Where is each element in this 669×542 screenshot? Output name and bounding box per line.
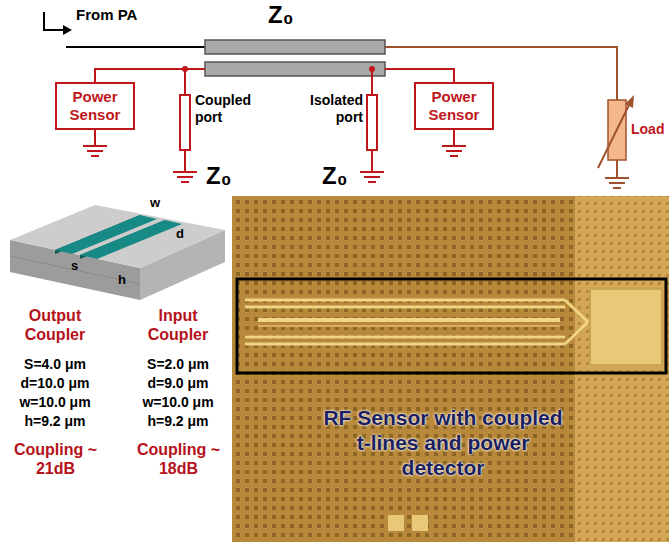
ground-symbol: [442, 145, 466, 147]
dimension-label: h: [118, 272, 126, 288]
small-pad: [388, 515, 404, 531]
trace-join: [565, 322, 588, 344]
tuning-arrow: [598, 103, 630, 168]
ground-symbol: [609, 182, 625, 184]
coupled-line: [205, 62, 385, 76]
resistor-symbol: [180, 95, 190, 150]
dimension-label: w: [150, 195, 160, 211]
ground-symbol: [450, 155, 458, 157]
port-label: Coupled port: [195, 92, 265, 126]
resistor-symbol: [367, 95, 377, 150]
power-sensor-box: Power Sensor: [55, 82, 135, 130]
ground-symbol: [83, 145, 107, 147]
pad-column: [575, 196, 669, 542]
power-sensor-box: Power Sensor: [414, 82, 494, 130]
arrow-head: [63, 25, 72, 35]
signal-label: From PA: [76, 6, 137, 24]
trace-join: [565, 300, 588, 322]
dimension-label: d: [176, 226, 184, 242]
metal-strip: [80, 220, 182, 259]
coupled-line-3d: [10, 205, 225, 300]
parameter-value: h=9.2 μm: [0, 413, 110, 430]
wire: [184, 69, 186, 95]
ground-symbol: [446, 150, 462, 152]
ground-symbol: [613, 187, 621, 189]
detector-trace: [258, 318, 560, 322]
box-label: Power Sensor: [60, 88, 130, 124]
wire: [371, 69, 373, 95]
through-line: [205, 40, 385, 54]
box-label: Power Sensor: [419, 88, 489, 124]
ground-wire: [453, 130, 455, 146]
coupling-value: Coupling ~ 18dB: [131, 440, 226, 478]
parameter-value: S=4.0 μm: [0, 356, 110, 373]
ground-symbol: [360, 171, 384, 173]
ground-symbol: [173, 171, 197, 173]
parameter-value: S=2.0 μm: [123, 356, 233, 373]
wire: [371, 150, 373, 172]
input-wire: [66, 46, 205, 48]
ground-symbol: [364, 176, 380, 178]
wire: [184, 150, 186, 172]
ground-symbol: [181, 181, 189, 183]
parameter-value: d=10.0 μm: [0, 375, 110, 392]
isolated-wire: [385, 69, 454, 82]
small-pad: [412, 515, 428, 531]
ground-symbol: [368, 181, 376, 183]
die-background: [232, 196, 669, 542]
port-label: Isolated port: [290, 92, 363, 126]
sensor-grounds: [83, 130, 466, 156]
die-photo: [232, 196, 669, 542]
ground-symbol: [177, 176, 193, 178]
arrow-shaft: [44, 12, 64, 30]
coupled-wire: [95, 69, 205, 82]
photo-caption: RF Sensor with coupled t-lines and power…: [318, 405, 568, 481]
ground-wire: [94, 130, 96, 146]
coupler-heading: Output Coupler: [5, 306, 105, 344]
ground-symbol: [91, 155, 99, 157]
ground-symbol: [87, 150, 103, 152]
ground-symbol: [605, 177, 629, 179]
input-arrow: [44, 12, 72, 35]
coupling-value: Coupling ~ 21dB: [8, 440, 103, 478]
impedance-label: Z₀: [206, 162, 231, 191]
tuning-arrow-head: [625, 95, 634, 108]
impedance-label: Z₀: [322, 162, 347, 191]
impedance-label: Z₀: [268, 1, 293, 30]
parameter-value: w=10.0 μm: [123, 394, 233, 411]
highlight-box: [237, 279, 666, 373]
parameter-value: w=10.0 μm: [0, 394, 110, 411]
load-label: Load: [631, 121, 664, 138]
bond-pad: [590, 289, 662, 365]
dimension-label: s: [71, 258, 78, 274]
coupled-trace: [245, 299, 565, 302]
termination-right: [360, 69, 384, 182]
parameter-value: d=9.0 μm: [123, 375, 233, 392]
coupled-trace: [245, 306, 565, 309]
load-ground-wire: [616, 160, 618, 178]
coupler-heading: Input Coupler: [128, 306, 228, 344]
coupled-trace: [245, 336, 565, 339]
detector-trace: [258, 325, 560, 327]
coupled-trace: [245, 343, 565, 346]
slab-top: [10, 205, 225, 268]
parameter-value: h=9.2 μm: [123, 413, 233, 430]
termination-left: [173, 69, 197, 182]
